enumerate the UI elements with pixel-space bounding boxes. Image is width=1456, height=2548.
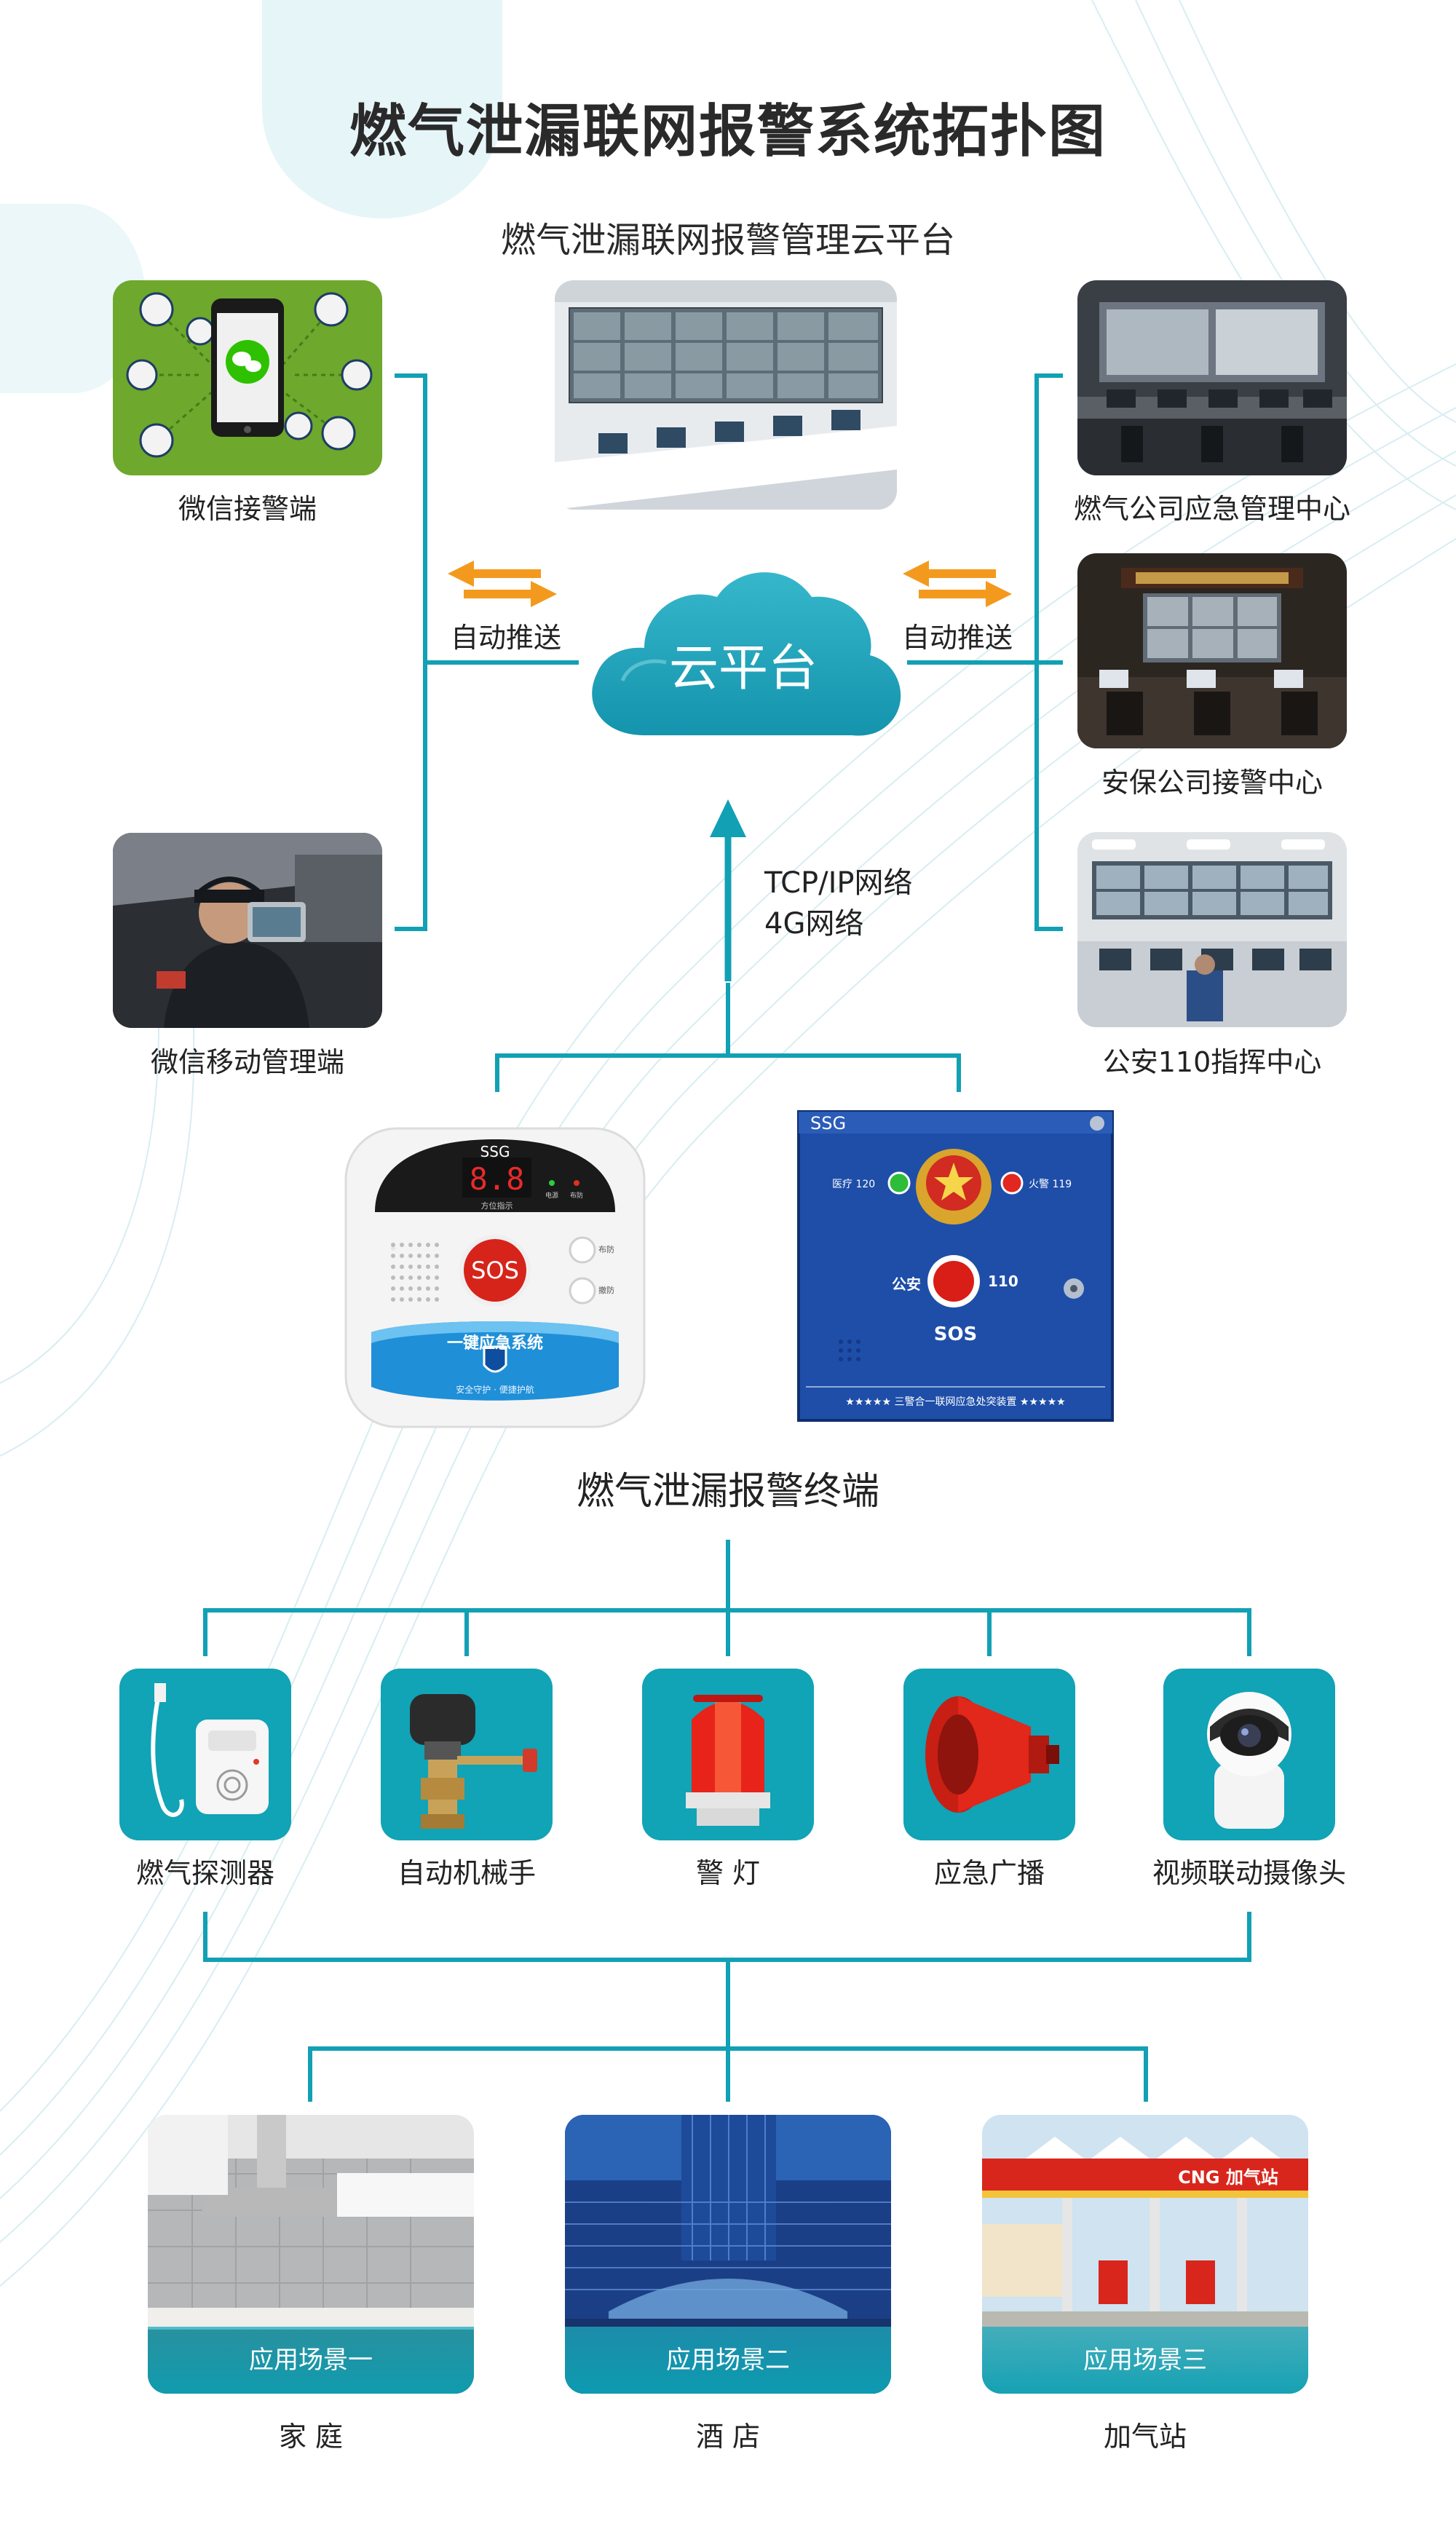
valve-manipulator-icon bbox=[410, 1694, 537, 1829]
center-label-security: 安保公司接警中心 bbox=[1101, 767, 1323, 799]
terminal-a-btn2-label: 撤防 bbox=[598, 1286, 614, 1295]
device-tile-manipulator bbox=[381, 1669, 553, 1840]
cloud-label: 云平台 bbox=[668, 640, 818, 697]
terminal-b-police-number: 110 bbox=[988, 1273, 1018, 1290]
scene-label-home: 家 庭 bbox=[278, 2421, 344, 2453]
device-label-manipulator: 自动机械手 bbox=[397, 1857, 536, 1889]
officer-photo bbox=[113, 833, 382, 1028]
push-arrows-left bbox=[448, 561, 557, 607]
terminal-b-brand: SSG bbox=[810, 1113, 847, 1133]
terminal-b-police-label: 公安 bbox=[892, 1275, 921, 1293]
bg-circle bbox=[262, 0, 502, 218]
terminal-a-panel-sub: 安全守护 · 便捷护航 bbox=[456, 1385, 534, 1395]
push-label-left: 自动推送 bbox=[450, 622, 561, 654]
security-center-photo bbox=[1077, 553, 1347, 748]
terminal-a-led1-label: 电源 bbox=[545, 1192, 558, 1200]
device-label-broadcast: 应急广播 bbox=[933, 1857, 1045, 1889]
scene-band-home: 应用场景一 bbox=[148, 2327, 474, 2394]
client-label-wechat-mobile: 微信移动管理端 bbox=[150, 1046, 344, 1078]
terminal-a-sos-button[interactable]: SOS bbox=[471, 1257, 519, 1284]
network-label-tcpip: TCP/IP网络 bbox=[764, 866, 913, 900]
scene-home-image: 应用场景一 bbox=[148, 2115, 474, 2394]
terminal-white-body bbox=[344, 1127, 646, 1428]
scene-band-gas-station: 应用场景三 bbox=[982, 2327, 1308, 2394]
network-label-4g: 4G网络 bbox=[764, 907, 864, 941]
scene-gas-station-image: CNG 加气站 应用场景三 bbox=[982, 2115, 1308, 2394]
gas-station-sign: CNG 加气站 bbox=[1178, 2167, 1278, 2188]
center-label-gas-company: 燃气公司应急管理中心 bbox=[1073, 493, 1350, 525]
center-label-police: 公安110指挥中心 bbox=[1102, 1046, 1322, 1078]
terminal-a-brand: SSG bbox=[480, 1143, 510, 1160]
cloud-platform-node: 云平台 bbox=[579, 553, 908, 759]
device-tile-warning-light bbox=[642, 1669, 814, 1840]
horn-speaker-icon bbox=[925, 1696, 1059, 1813]
terminal-b-footer: ★★★★★ 三警合一联网应急处突装置 ★★★★★ bbox=[845, 1396, 1066, 1408]
cloud-platform-heading: 燃气泄漏联网报警管理云平台 bbox=[500, 220, 955, 261]
video-wall-photo bbox=[555, 280, 897, 510]
control-center-photo bbox=[1077, 280, 1347, 475]
push-label-right: 自动推送 bbox=[901, 622, 1013, 654]
gas-company-center-image bbox=[1077, 280, 1347, 475]
terminal-blue-body bbox=[797, 1110, 1114, 1422]
cloud-shape bbox=[592, 572, 901, 736]
terminal-b-sos-button[interactable]: SOS bbox=[933, 1324, 978, 1345]
scene-band-hotel: 应用场景二 bbox=[565, 2327, 891, 2394]
terminal-a-panel-text: 一键应急系统 bbox=[446, 1334, 543, 1353]
page-title: 燃气泄漏联网报警系统拓扑图 bbox=[349, 99, 1107, 165]
network-arrow-head bbox=[710, 799, 746, 837]
terminal-b-left-label: 医疗 120 bbox=[832, 1179, 876, 1190]
client-label-wechat-alarm: 微信接警端 bbox=[178, 493, 317, 525]
push-arrows-right bbox=[903, 561, 1012, 607]
scene-hotel-image: 应用场景二 bbox=[565, 2115, 891, 2394]
police-110-center-image bbox=[1077, 832, 1347, 1027]
police-center-photo bbox=[1077, 832, 1347, 1027]
cloud-control-room-image bbox=[555, 280, 897, 510]
warning-light-icon bbox=[686, 1695, 770, 1826]
device-tile-gas-detector bbox=[119, 1669, 291, 1840]
scene-label-gas-station: 加气站 bbox=[1103, 2421, 1187, 2453]
terminal-a-display: 8.8 bbox=[469, 1161, 525, 1197]
security-company-center-image bbox=[1077, 553, 1347, 748]
device-label-gas-detector: 燃气探测器 bbox=[135, 1857, 274, 1889]
device-label-camera: 视频联动摄像头 bbox=[1152, 1857, 1346, 1889]
scene-label-hotel: 酒 店 bbox=[695, 2421, 761, 2453]
gas-detector-icon bbox=[151, 1683, 269, 1817]
phone-wechat-icon bbox=[113, 280, 382, 475]
terminal-a-btn1-label: 布防 bbox=[598, 1245, 614, 1254]
terminal-a-display-caption: 方位指示 bbox=[480, 1201, 513, 1211]
wechat-mobile-image bbox=[113, 833, 382, 1028]
device-tile-camera bbox=[1163, 1669, 1335, 1840]
terminal-heading: 燃气泄漏报警终端 bbox=[576, 1470, 879, 1514]
device-label-warning-light: 警 灯 bbox=[695, 1857, 761, 1889]
alarm-terminal-blue: SSG 医疗 120 火警 119 公安 110 SOS ★★★★★ 三警合一联… bbox=[797, 1110, 1114, 1422]
wechat-alarm-image bbox=[113, 280, 382, 475]
alarm-terminal-white: SSG 8.8 方位指示 电源 布防 SOS 布防 撤防 一键应急系统 安全守护… bbox=[342, 1125, 648, 1431]
camera-icon bbox=[1207, 1692, 1291, 1829]
terminal-b-right-label: 火警 119 bbox=[1029, 1179, 1072, 1190]
device-tile-broadcast bbox=[903, 1669, 1075, 1840]
terminal-a-led2-label: 布防 bbox=[569, 1192, 583, 1200]
